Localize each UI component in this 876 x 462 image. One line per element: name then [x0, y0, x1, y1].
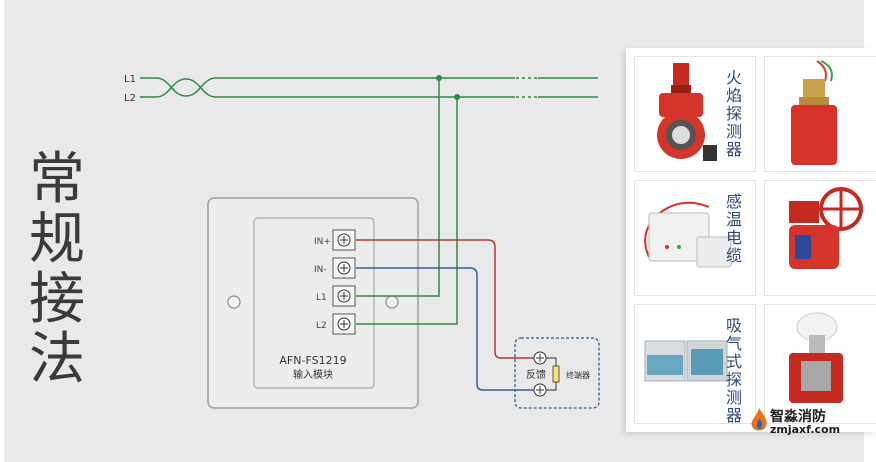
wire-l2-drop — [356, 97, 458, 325]
terminal-label-in-minus: IN- — [314, 265, 327, 275]
terminal-in-plus — [332, 229, 356, 251]
product-label-flame-detector: 火焰探测器 — [725, 69, 743, 159]
title-char-2: 规 — [29, 207, 85, 272]
label-char: 式 — [725, 352, 742, 371]
flame-logo-icon — [751, 408, 767, 431]
label-char: 器 — [725, 140, 742, 159]
product-label-heat-cable: 感温电缆 — [725, 193, 743, 265]
flame-detector-image — [657, 63, 717, 161]
label-char: 探 — [725, 104, 742, 123]
label-char: 电 — [725, 228, 742, 247]
label-char: 气 — [725, 334, 742, 353]
product-card-heat-cable[interactable]: 感温电缆 — [634, 180, 756, 296]
label-char: 感 — [725, 192, 742, 211]
product-card-flame-detector[interactable]: 火焰探测器 — [634, 56, 756, 172]
feedback-label: 反馈 — [526, 368, 546, 381]
terminal-label-in-plus: IN+ — [314, 237, 331, 247]
wire-in-plus — [356, 239, 534, 359]
bus-line-l1 — [140, 77, 598, 97]
label-char: 缆 — [725, 246, 742, 265]
terminal-label-l2: L2 — [316, 321, 327, 331]
left-edge-strip — [0, 0, 4, 462]
feedback-terminal-bottom — [533, 383, 547, 397]
label-char: 测 — [725, 388, 742, 407]
pressure-switch-image — [791, 60, 837, 165]
module-screw-left — [227, 295, 241, 309]
title-char-3: 接 — [29, 267, 85, 332]
terminal-l2 — [332, 313, 356, 335]
module-name: 输入模块 — [293, 368, 333, 381]
wire-l1-drop — [356, 78, 440, 297]
label-char: 吸 — [725, 316, 742, 335]
watermark-logo: 智淼消防 zmjaxf.com — [748, 404, 848, 438]
heat-cable-image — [644, 201, 732, 268]
terminator-label: 终端器 — [566, 370, 590, 380]
terminal-label-l1: L1 — [316, 293, 327, 303]
bus-label-l1: L1 — [124, 74, 136, 85]
bus-line-l2 — [140, 78, 598, 98]
watermark-url: zmjaxf.com — [770, 423, 841, 436]
product-card-aspirating-detector[interactable]: 吸气式探测器 — [634, 304, 756, 424]
wire-in-minus — [356, 267, 534, 391]
product-panel: 火焰探测器 感温电缆 — [626, 48, 876, 432]
watermark-name: 智淼消防 — [770, 409, 826, 425]
feedback-box — [514, 337, 600, 409]
product-card-sprinkler[interactable] — [764, 304, 876, 424]
terminator-resistor-body — [552, 365, 560, 383]
page-title: 常 规 接 法 — [22, 150, 92, 390]
title-char-4: 法 — [29, 327, 85, 392]
label-char: 焰 — [725, 86, 742, 105]
label-char: 温 — [725, 210, 742, 229]
label-char: 探 — [725, 370, 742, 389]
label-char: 器 — [725, 406, 742, 424]
bus-label-l2: L2 — [124, 93, 136, 104]
aspirating-detector-image — [644, 340, 728, 382]
module-model: AFN-FS1219 — [279, 354, 346, 367]
terminal-in-minus — [332, 257, 356, 279]
label-char: 测 — [725, 122, 742, 141]
signal-valve-image — [789, 187, 863, 269]
product-card-pressure-switch[interactable] — [764, 56, 876, 172]
terminal-l1 — [332, 285, 356, 307]
title-char-1: 常 — [29, 147, 85, 212]
module-screw-right — [385, 295, 399, 309]
sprinkler-image — [789, 312, 843, 403]
label-char: 火 — [725, 68, 742, 87]
product-card-signal-valve[interactable] — [764, 180, 876, 296]
terminator-resistor — [546, 357, 557, 391]
product-label-aspirating-detector: 吸气式探测器 — [725, 317, 743, 424]
feedback-terminal-top — [533, 351, 547, 365]
